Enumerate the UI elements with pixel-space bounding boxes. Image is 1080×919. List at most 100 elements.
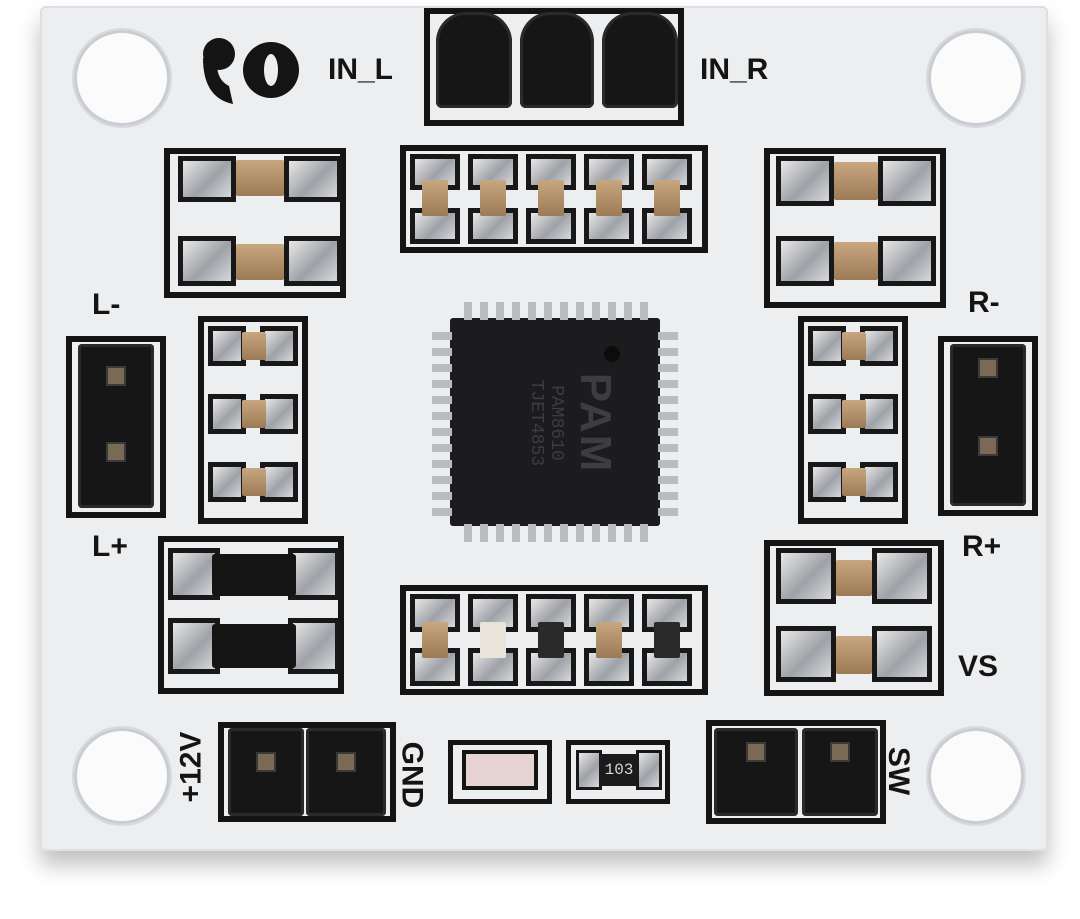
right-cap-group-outline bbox=[764, 148, 946, 308]
left-small-cap-column-outline bbox=[198, 316, 308, 524]
right-cap-1 bbox=[834, 162, 878, 200]
chip-pin-right-6 bbox=[658, 412, 678, 420]
left-small-cap-3 bbox=[242, 468, 266, 496]
chip-pin-left-11 bbox=[432, 492, 452, 500]
left-small-cap-3-pad-a bbox=[208, 462, 246, 502]
chip-pin-right-4 bbox=[658, 380, 678, 388]
right-small-cap-1-pad-b bbox=[860, 326, 898, 366]
top-cap-2 bbox=[480, 180, 506, 216]
chip-pin-right-11 bbox=[658, 492, 678, 500]
power-header-outline bbox=[218, 722, 396, 822]
right-cap-2-pad-a bbox=[776, 236, 834, 286]
chip-pin-bottom-8 bbox=[576, 524, 584, 542]
label-12v: +12V bbox=[174, 731, 208, 803]
chip-pin-left-5 bbox=[432, 396, 452, 404]
left-cap-2 bbox=[236, 244, 284, 280]
chip-pin-bottom-11 bbox=[624, 524, 632, 542]
resistor-outline bbox=[566, 740, 670, 804]
chip-pin-left-4 bbox=[432, 380, 452, 388]
left-speaker-pin-minus bbox=[106, 366, 126, 386]
top-cap-3 bbox=[538, 180, 564, 216]
chip-pin-left-10 bbox=[432, 476, 452, 484]
chip-pin-bottom-7 bbox=[560, 524, 568, 542]
right-speaker-header-outline bbox=[938, 336, 1038, 516]
resistor-code: 103 bbox=[604, 761, 634, 779]
mounting-hole-top-right bbox=[928, 30, 1024, 126]
power-header-pin-12v[interactable] bbox=[228, 728, 304, 816]
chip-logo-text: PAM bbox=[571, 372, 620, 474]
right-bottom-cap-group-outline bbox=[764, 540, 944, 696]
left-diode-1-pad-b bbox=[288, 548, 340, 600]
brand-logo bbox=[203, 38, 299, 104]
bottom-cap-3 bbox=[538, 622, 564, 658]
chip-pin-bottom-10 bbox=[608, 524, 616, 542]
chip-pin-right-9 bbox=[658, 460, 678, 468]
chip-pin-left-9 bbox=[432, 460, 452, 468]
power-header-pin-gnd[interactable] bbox=[306, 728, 386, 816]
chip-pin-top-8 bbox=[576, 302, 584, 320]
label-in-l: IN_L bbox=[328, 53, 394, 86]
chip-pin-right-12 bbox=[658, 508, 678, 516]
chip-part-text: PAM8610 bbox=[546, 385, 566, 461]
right-cap-2-pad-b bbox=[878, 236, 936, 286]
chip-pin-right-3 bbox=[658, 364, 678, 372]
label-r-minus: R- bbox=[968, 286, 1000, 319]
right-cap-1-pad-b bbox=[878, 156, 936, 206]
chip-pin-left-3 bbox=[432, 364, 452, 372]
right-small-cap-3-pad-a bbox=[808, 462, 846, 502]
resistor-pad-a bbox=[576, 750, 602, 790]
right-cap-3-pad-b bbox=[872, 548, 932, 604]
right-small-cap-2-pad-a bbox=[808, 394, 846, 434]
label-in-r: IN_R bbox=[700, 53, 769, 86]
power-pin-gnd bbox=[336, 752, 356, 772]
left-cap-group-outline bbox=[164, 148, 346, 298]
right-small-cap-2-pad-b bbox=[860, 394, 898, 434]
right-cap-4-pad-a bbox=[776, 626, 836, 682]
right-small-cap-1 bbox=[842, 332, 866, 360]
chip-pin-top-7 bbox=[560, 302, 568, 320]
right-speaker-pin-minus bbox=[978, 358, 998, 378]
mounting-hole-bottom-left bbox=[74, 728, 170, 824]
chip-pin-bottom-2 bbox=[480, 524, 488, 542]
bottom-cap-1 bbox=[422, 622, 448, 658]
input-header-pin-left[interactable] bbox=[436, 12, 512, 108]
label-l-minus: L- bbox=[92, 288, 121, 321]
right-cap-1-pad-a bbox=[776, 156, 834, 206]
input-header-pin-middle[interactable] bbox=[520, 12, 594, 108]
switch-pin-b bbox=[830, 742, 850, 762]
left-diode-2-pad-b bbox=[288, 618, 340, 674]
chip-pin-right-10 bbox=[658, 476, 678, 484]
chip-marking: PAM PAM8610 TJET4853 bbox=[490, 348, 620, 498]
right-speaker-header[interactable] bbox=[950, 344, 1026, 506]
chip-pin-top-6 bbox=[544, 302, 552, 320]
left-diode-2-pad-a bbox=[168, 618, 220, 674]
chip-pin-right-2 bbox=[658, 348, 678, 356]
switch-header-pin-a[interactable] bbox=[714, 728, 798, 816]
mounting-hole-top-left bbox=[74, 30, 170, 126]
chip-pin-bottom-4 bbox=[512, 524, 520, 542]
left-small-cap-2-pad-a bbox=[208, 394, 246, 434]
left-small-cap-1 bbox=[242, 332, 266, 360]
input-header-outline bbox=[424, 8, 684, 126]
top-cap-4 bbox=[596, 180, 622, 216]
input-header-pin-right[interactable] bbox=[602, 12, 678, 108]
chip-pin-right-7 bbox=[658, 428, 678, 436]
chip-pin-top-12 bbox=[640, 302, 648, 320]
chip-pin-left-1 bbox=[432, 332, 452, 340]
resistor: 103 bbox=[600, 754, 638, 786]
switch-header-outline bbox=[706, 720, 886, 824]
bottom-cap-array-outline bbox=[400, 585, 708, 695]
label-gnd: GND bbox=[395, 741, 429, 809]
mounting-hole-bottom-right bbox=[928, 728, 1024, 824]
chip-pin-left-6 bbox=[432, 412, 452, 420]
chip-pin-top-5 bbox=[528, 302, 536, 320]
left-speaker-header[interactable] bbox=[78, 344, 154, 508]
amplifier-chip: PAM PAM8610 TJET4853 bbox=[450, 318, 660, 526]
right-cap-3 bbox=[836, 560, 872, 596]
left-speaker-pin-plus bbox=[106, 442, 126, 462]
chip-pin-bottom-1 bbox=[464, 524, 472, 542]
left-diode-2 bbox=[212, 624, 296, 668]
right-cap-4-pad-b bbox=[872, 626, 932, 682]
switch-header-pin-b[interactable] bbox=[802, 728, 878, 816]
left-cap-2-pad-b bbox=[284, 236, 342, 286]
